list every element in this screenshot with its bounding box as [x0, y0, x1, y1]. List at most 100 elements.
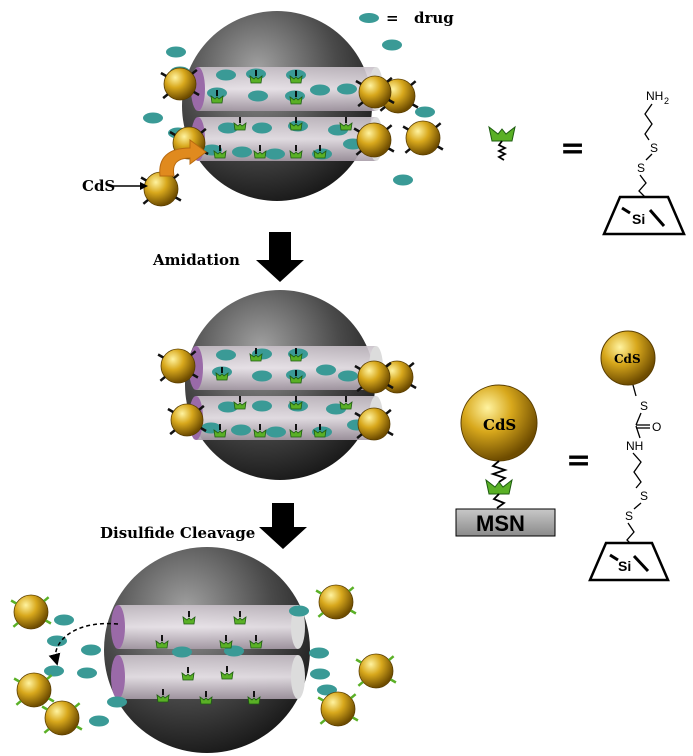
cds-particle [355, 75, 395, 109]
sphere-2-capped [185, 290, 383, 480]
drug-icon [218, 401, 238, 413]
step-label-amidation: Amidation [152, 251, 240, 269]
sulfur-label-3: S [640, 399, 648, 413]
disulfide-linkers [155, 70, 353, 705]
drug-icon [393, 174, 413, 186]
step-arrow-2 [259, 503, 307, 549]
drug-icon [232, 146, 252, 158]
sphere-1-loaded [182, 11, 383, 201]
nh-label: NH [626, 439, 643, 453]
silicon-label: Si [632, 211, 645, 227]
gate-icon [289, 370, 303, 384]
linker-legend: = NH 2 S S Si [488, 89, 686, 236]
gate-icon [485, 478, 513, 495]
cds-particle [353, 122, 395, 158]
cds-nanoparticles [10, 67, 444, 736]
drug-icon [216, 69, 236, 81]
gate-icon [313, 145, 327, 159]
gate-icon [339, 117, 353, 131]
drug-icon [201, 422, 221, 434]
sulfur-label-1: S [650, 141, 658, 155]
gate-icon [181, 667, 195, 681]
drug-icon [310, 668, 330, 680]
msn-label: MSN [476, 511, 525, 536]
oxygen-label: O [652, 420, 661, 434]
conjugate-spring-2 [492, 493, 506, 509]
gate-icon [289, 91, 303, 105]
gate-icon [156, 689, 170, 703]
silica-surface-2 [588, 541, 670, 582]
sulfur-label-2: S [637, 161, 645, 175]
gate-icon [289, 396, 303, 410]
drug-icon [252, 122, 272, 134]
gate-icon [210, 90, 224, 104]
drug-icon [338, 370, 358, 382]
sphere-3-released [104, 547, 310, 753]
drug-icon [172, 646, 192, 658]
drug-icon [47, 635, 67, 647]
drug-icon [316, 364, 336, 376]
cds-particle [355, 653, 397, 689]
drug-icon [310, 84, 330, 96]
drug-icon [415, 106, 435, 118]
drug-icon [266, 426, 286, 438]
drug-icon [44, 665, 64, 677]
amine-label: NH [646, 89, 663, 103]
drug-icon [265, 148, 285, 160]
gate-icon [249, 70, 263, 84]
gate-icon [213, 145, 227, 159]
cds-particle [354, 360, 394, 394]
cds-particle [157, 348, 199, 384]
conjugate-spring [490, 460, 508, 483]
gate-icon [289, 424, 303, 438]
gate-icon [249, 635, 263, 649]
drug-icon [248, 90, 268, 102]
step-label-disulfide-cleavage: Disulfide Cleavage [100, 524, 255, 542]
cds-particle [10, 594, 52, 630]
drug-icon [216, 349, 236, 361]
sulfur-label-4: S [640, 489, 648, 503]
cds-particle [354, 407, 394, 441]
linker-chain [644, 103, 653, 141]
cds-pointer-arrowhead [140, 182, 148, 190]
gate-icon [289, 117, 303, 131]
drug-icon [81, 644, 101, 656]
gate-icon [220, 666, 234, 680]
msn-block [455, 508, 556, 537]
cds-particle [317, 691, 359, 727]
drug-icon [289, 605, 309, 617]
gate-icon [339, 396, 353, 410]
drug-icon [382, 39, 402, 51]
silicon-label-2: Si [618, 558, 631, 574]
drug-icon [166, 46, 186, 58]
conjugate-legend: CdS MSN = CdS S O NH S S Si [455, 330, 670, 582]
gate-icon [199, 691, 213, 705]
gate-icon [247, 691, 261, 705]
pore-channel-lower [111, 655, 305, 699]
silica-sphere [104, 547, 310, 753]
gate-icon [249, 348, 263, 362]
gate-icon [253, 424, 267, 438]
gate-icon [289, 70, 303, 84]
drug-icon [143, 112, 163, 124]
cds-particle [140, 171, 182, 207]
amine-subscript: 2 [664, 96, 669, 106]
cds-label-small: CdS [614, 352, 641, 366]
drug-icon [231, 424, 251, 436]
gate-icon [213, 424, 227, 438]
gate-icon [219, 635, 233, 649]
cds-particle [13, 672, 55, 708]
legend-equals: = [386, 9, 399, 27]
cds-particle [402, 120, 444, 156]
drug-icon [77, 667, 97, 679]
gate-icon [313, 424, 327, 438]
drug-icon [252, 400, 272, 412]
gate-icon [182, 611, 196, 625]
drug-icon [89, 715, 109, 727]
gate-icon [289, 145, 303, 159]
gate-icon [253, 145, 267, 159]
cds-insertion-arrow [159, 139, 207, 177]
gate-icon [233, 611, 247, 625]
cds-pointer-label: CdS [82, 177, 115, 195]
sulfur-label-5: S [625, 509, 633, 523]
